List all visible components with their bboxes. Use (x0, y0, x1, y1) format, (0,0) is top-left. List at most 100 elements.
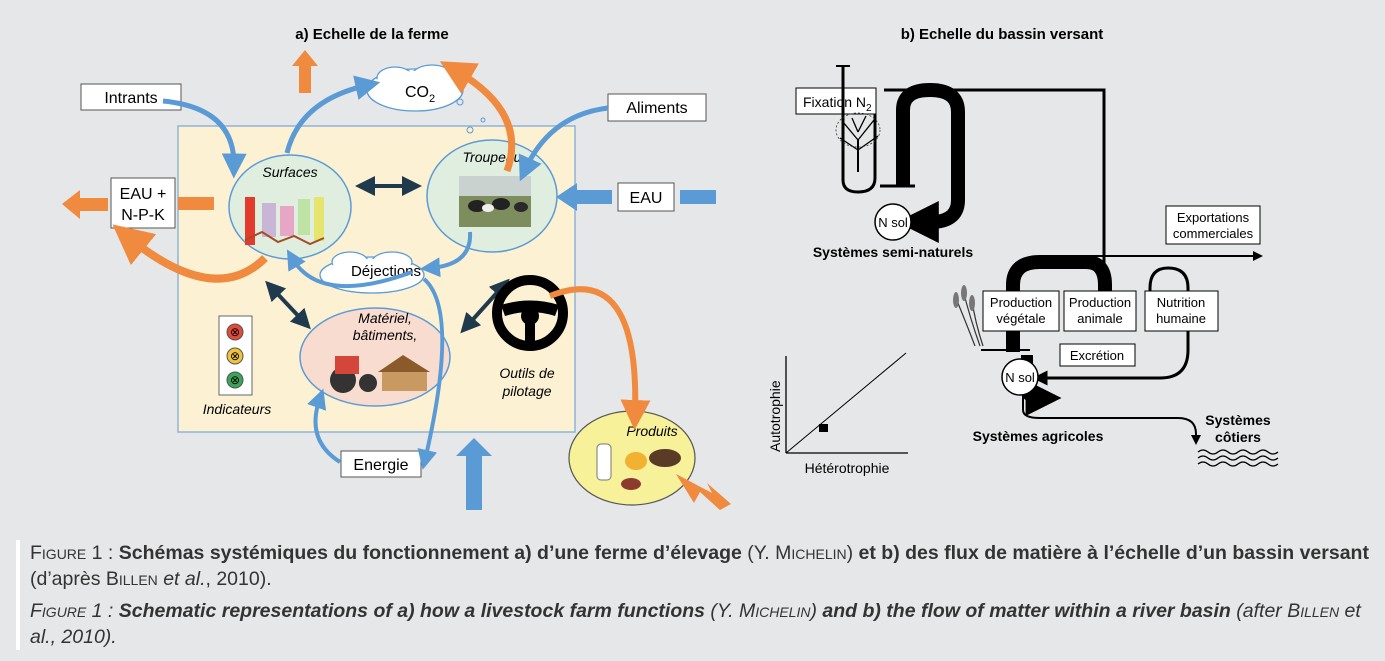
troupeau-to-dejections-arrow (420, 231, 473, 278)
bubble-1 (456, 98, 464, 106)
prod-veg-line2: végétale (996, 311, 1045, 326)
axis-y-label: Autotrophie (767, 380, 783, 452)
caption-en-paren-1-end: ) (810, 600, 817, 622)
outils-line1: Outils de (499, 365, 554, 381)
intrants-box (80, 83, 182, 111)
produits-export-arrow (676, 474, 731, 510)
caption-fr-paren-1: (Y. (741, 542, 776, 564)
caption-fr-author-1: Michelin (775, 542, 847, 564)
caption-en-etal: et al., 2010). (30, 600, 1361, 648)
caption-fr-bold-2: et b) des flux de matière à l’échelle d’… (853, 542, 1369, 564)
panel-a: a) Echelle de la ferme CO2 Intrants Alim… (62, 26, 731, 510)
semi-natural-flow (836, 65, 1106, 300)
surfaces-to-eau-arrow (178, 197, 214, 210)
co2-label: CO2 (405, 84, 435, 105)
n-sol-semi-natural (874, 203, 912, 241)
bottom-input-arrow (456, 438, 492, 510)
eau-npk-line2: N-P-K (121, 207, 165, 224)
surfaces-crops-illustration (244, 197, 325, 246)
trophic-axes (785, 352, 908, 454)
prod-veg-line1: Production (990, 295, 1052, 310)
trophic-point (819, 424, 828, 432)
caption-fr-year: , 2010). (205, 568, 272, 590)
caption-en-label: Figure 1 : (30, 600, 119, 622)
caption-en-bold-1: Schematic representations of a) how a li… (118, 600, 706, 622)
caption-en-paren-2: (after (1230, 600, 1288, 622)
cotiers-line2: côtiers (1215, 429, 1261, 445)
exportations-line2: commerciales (1173, 226, 1254, 241)
intrants-label: Intrants (104, 90, 157, 107)
materiel-line2: bâtiments, (353, 327, 418, 343)
aliments-label: Aliments (626, 100, 687, 117)
caption-fr-paren-2: (d’après (30, 568, 106, 590)
co2-cloud: CO2 (366, 64, 464, 112)
products-illustration (596, 443, 681, 490)
prod-ani-line2: animale (1077, 311, 1123, 326)
indicateurs-label: Indicateurs (203, 401, 271, 417)
caption-en-author-2: Billen (1287, 600, 1340, 622)
svg-text:⊗: ⊗ (230, 349, 240, 363)
coastal-waves-icon (1197, 449, 1279, 467)
tree-icon (835, 112, 881, 172)
svg-text:⊗: ⊗ (230, 325, 240, 339)
caption-en-bold-2: and b) the flow of matter within a river… (816, 600, 1231, 622)
surfaces-to-co2-arrow (284, 75, 381, 154)
exportations-box (1165, 205, 1261, 245)
fixation-label: Fixation N2 (803, 94, 872, 114)
n-sol-label-1: N sol (878, 215, 908, 230)
leaching-arrow (62, 190, 108, 219)
cattle-photo (459, 176, 531, 227)
caption-english: Figure 1 : Schematic representations of … (30, 598, 1385, 650)
eau-box (617, 182, 675, 212)
intrants-to-surfaces-arrow (162, 98, 247, 179)
produits-label: Produits (626, 423, 677, 439)
materiel-line1: Matériel, (358, 310, 412, 326)
n-sol-label-2: N sol (1005, 370, 1035, 385)
traffic-light-icon: ⊗ ⊗ ⊗ (218, 315, 253, 396)
surfaces-to-eau-npk-arrow (112, 224, 268, 283)
aliments-to-troupeau-arrow (518, 105, 609, 182)
wheat-icon (953, 285, 984, 347)
troupeau-to-co2-arrow (439, 61, 516, 173)
nutrition-humaine-box (1144, 290, 1219, 332)
bubble-2 (466, 126, 474, 134)
n-sol-agricultural (1001, 358, 1039, 396)
fixation-box (795, 87, 877, 115)
outils-line2: pilotage (501, 383, 551, 399)
caption-fr-etal: et al. (157, 568, 206, 590)
production-vegetale-box (982, 290, 1060, 332)
excretion-box (1059, 343, 1136, 367)
caption-fr-author-2: Billen (105, 568, 158, 590)
eau-npk-box (110, 177, 176, 229)
cotiers-line1: Systèmes (1205, 412, 1271, 428)
nutrition-line1: Nutrition (1157, 295, 1205, 310)
svg-text:⊗: ⊗ (230, 373, 240, 387)
panel-b-title: b) Echelle du bassin versant (901, 26, 1104, 43)
caption-en-paren-1: (Y. (705, 600, 739, 622)
dejections-to-energie-arrow (417, 277, 445, 470)
semi-naturels-label: Systèmes semi-naturels (813, 244, 974, 260)
caption-fr-bold-1: Schémas systémiques du fonctionnement a)… (118, 542, 742, 564)
eau-npk-line1: EAU + (120, 186, 167, 203)
emission-up-arrow (292, 50, 318, 93)
caption-fr-paren-1-end: ) (846, 542, 854, 564)
energie-to-materiel-arrow (307, 388, 342, 464)
nutrition-line2: humaine (1156, 311, 1206, 326)
axis-x-label: Hétérotrophie (805, 460, 890, 476)
water-in-arrow (556, 183, 612, 211)
aliments-box (607, 93, 707, 122)
systemes-agricoles-label: Systèmes agricoles (973, 428, 1104, 444)
bubble-3 (480, 117, 486, 123)
caption-en-author-1: Michelin (738, 600, 811, 622)
panel-b: b) Echelle du bassin versant Fixation N2… (767, 26, 1279, 476)
energie-box (340, 450, 422, 478)
figure-caption: Figure 1 : Schémas systémiques du foncti… (16, 540, 1385, 650)
panel-a-title: a) Echelle de la ferme (295, 26, 448, 43)
caption-fr-label: Figure 1 : (30, 542, 119, 564)
steering-wheel-icon (492, 275, 568, 351)
tractor-illustration (330, 356, 377, 393)
surfaces-materiel-exchange (265, 280, 311, 330)
water-source-arrow (680, 190, 716, 204)
caption-french: Figure 1 : Schémas systémiques du foncti… (30, 540, 1385, 592)
